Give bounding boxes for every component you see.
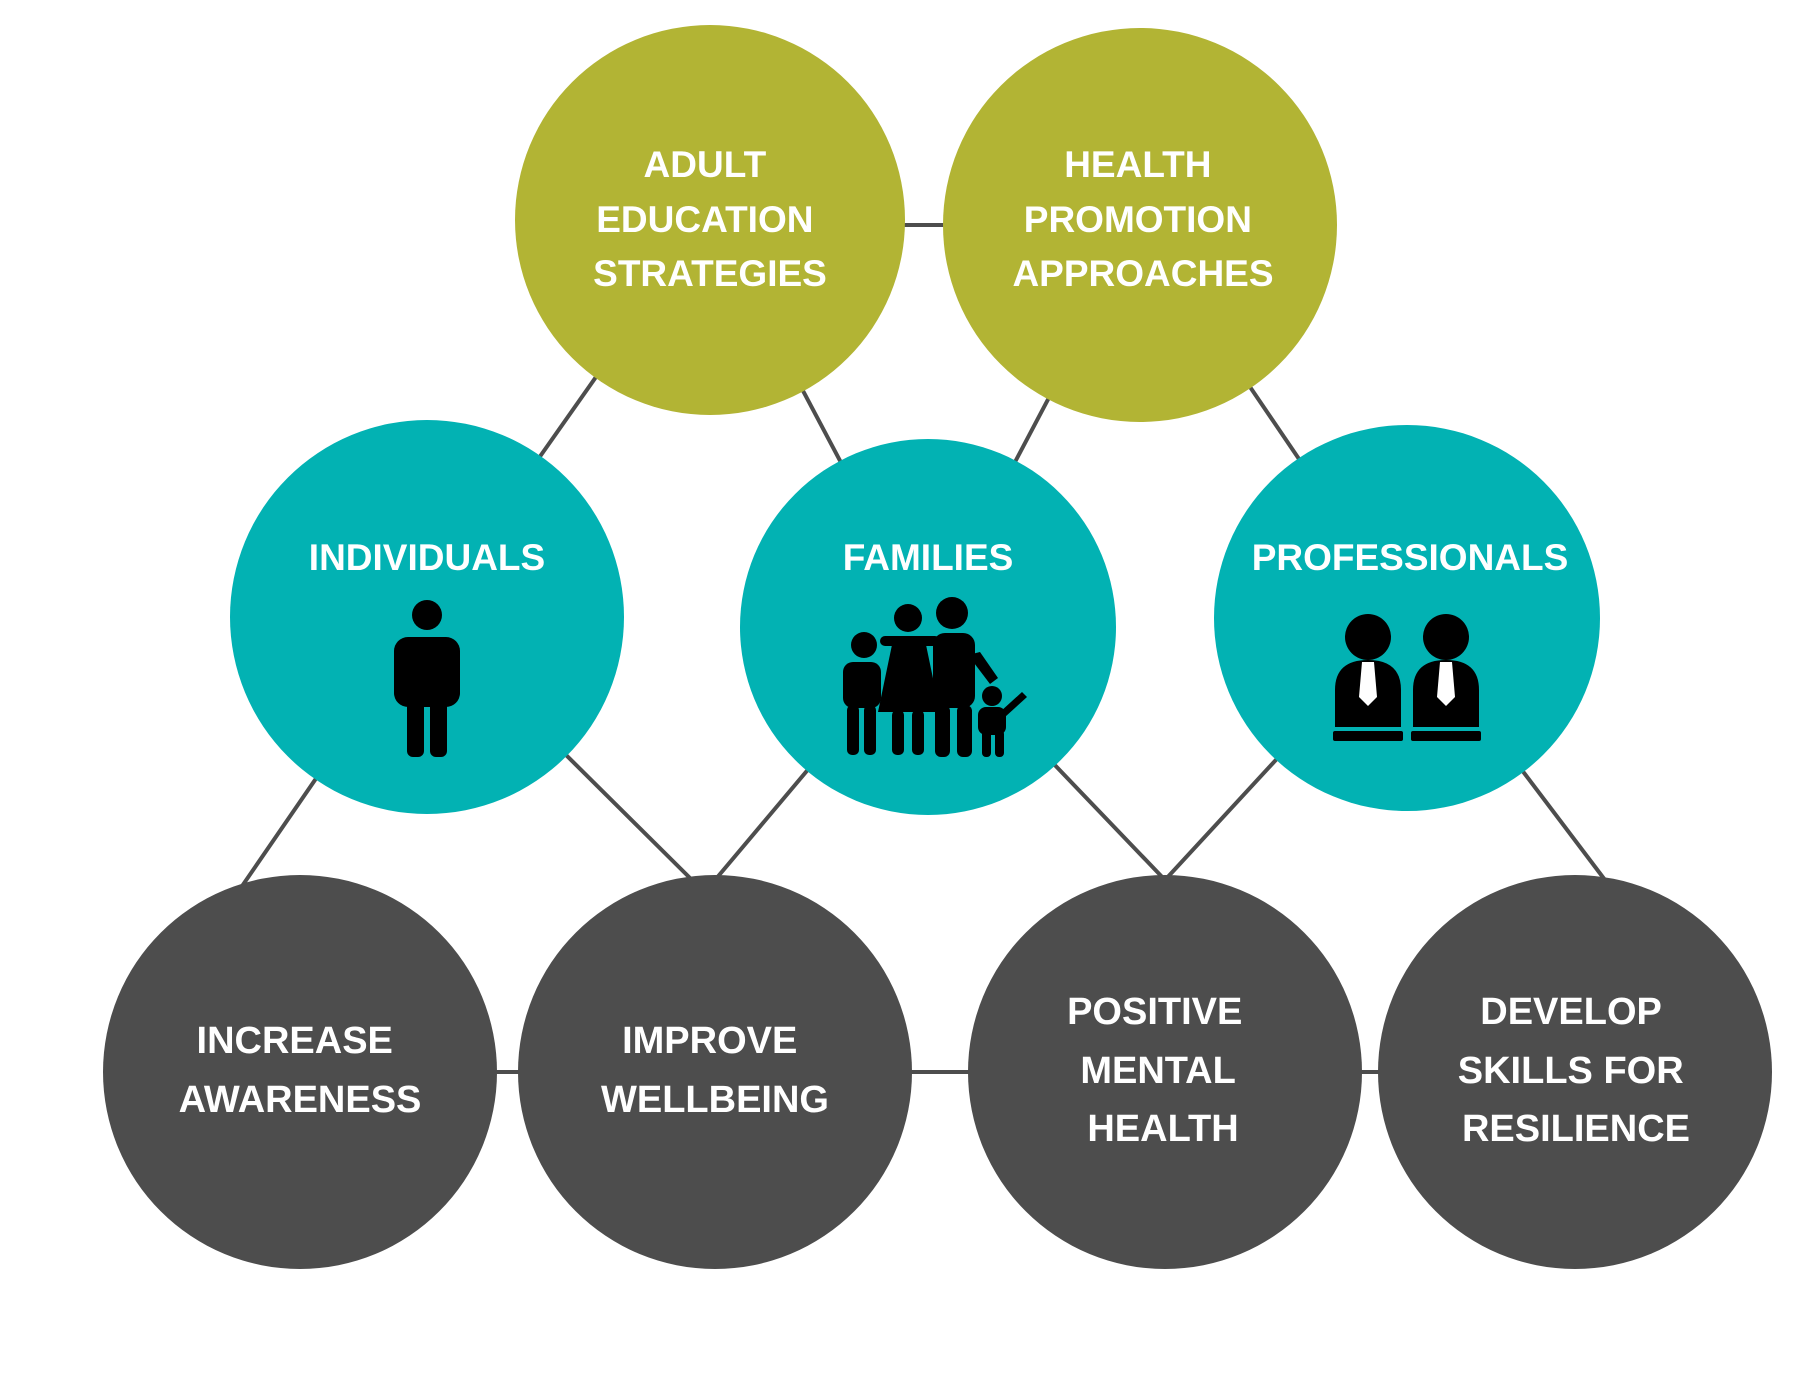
approach-line: STRATEGIES: [593, 253, 827, 294]
audience-circle-families: [740, 439, 1116, 815]
outcome-develop-skills-label: DEVELOP SKILLS FOR RESILIENCE: [1458, 991, 1694, 1150]
family-icon: [843, 597, 1027, 757]
professional-figure: [1411, 614, 1481, 741]
outcome-line: INCREASE: [197, 1020, 393, 1062]
outcome-line: SKILLS FOR: [1458, 1050, 1684, 1092]
outcome-positive-mental-health-label: POSITIVE MENTAL HEALTH: [1067, 991, 1253, 1150]
approach-line: HEALTH: [1064, 144, 1211, 185]
connector-families-mental-health: [1048, 758, 1167, 882]
outcome-circle-increase-awareness: [103, 875, 497, 1269]
approach-line: PROMOTION: [1024, 199, 1252, 240]
approaches: ADULT EDUCATION STRATEGIES HEALTH PROMOT…: [515, 25, 1337, 422]
approach-line: EDUCATION: [596, 199, 813, 240]
audience-circle-professionals: [1214, 425, 1600, 811]
outcome-improve-wellbeing-label: IMPROVE WELLBEING: [601, 1020, 829, 1121]
outcome-increase-awareness-label: INCREASE AWARENESS: [179, 1020, 422, 1121]
outcome-line: AWARENESS: [179, 1079, 422, 1121]
approach-circle-health-promotion: [943, 28, 1337, 422]
professionals-icon: [1333, 614, 1481, 741]
outcome-line: HEALTH: [1087, 1108, 1238, 1150]
outcome-line: DEVELOP: [1480, 991, 1661, 1033]
outcome-circle-positive-mental-health: [968, 875, 1362, 1269]
outcome-line: WELLBEING: [601, 1079, 829, 1121]
audience-professionals-label: PROFESSIONALS: [1252, 537, 1569, 578]
outcome-line: POSITIVE: [1067, 991, 1242, 1033]
audience-individuals-label: INDIVIDUALS: [309, 537, 545, 578]
approach-adult-education-label: ADULT EDUCATION STRATEGIES: [593, 144, 827, 294]
person-icon: [394, 600, 460, 757]
outcome-circle-develop-skills: [1378, 875, 1772, 1269]
approach-health-promotion-label: HEALTH PROMOTION APPROACHES: [1012, 144, 1273, 294]
outcome-circle-improve-wellbeing: [518, 875, 912, 1269]
outcome-line: MENTAL: [1080, 1050, 1235, 1092]
outcome-line: IMPROVE: [622, 1020, 797, 1062]
approach-circle-adult-education: [515, 25, 905, 415]
approach-line: ADULT: [644, 144, 767, 185]
approach-line: APPROACHES: [1012, 253, 1273, 294]
outcomes: INCREASE AWARENESS IMPROVE WELLBEING POS…: [103, 875, 1772, 1269]
outcome-line: RESILIENCE: [1462, 1108, 1690, 1150]
professional-figure: [1333, 614, 1403, 741]
audience-families-label: FAMILIES: [843, 537, 1014, 578]
audiences: INDIVIDUALS FAMILIES PROFESSIONALS: [230, 420, 1600, 815]
